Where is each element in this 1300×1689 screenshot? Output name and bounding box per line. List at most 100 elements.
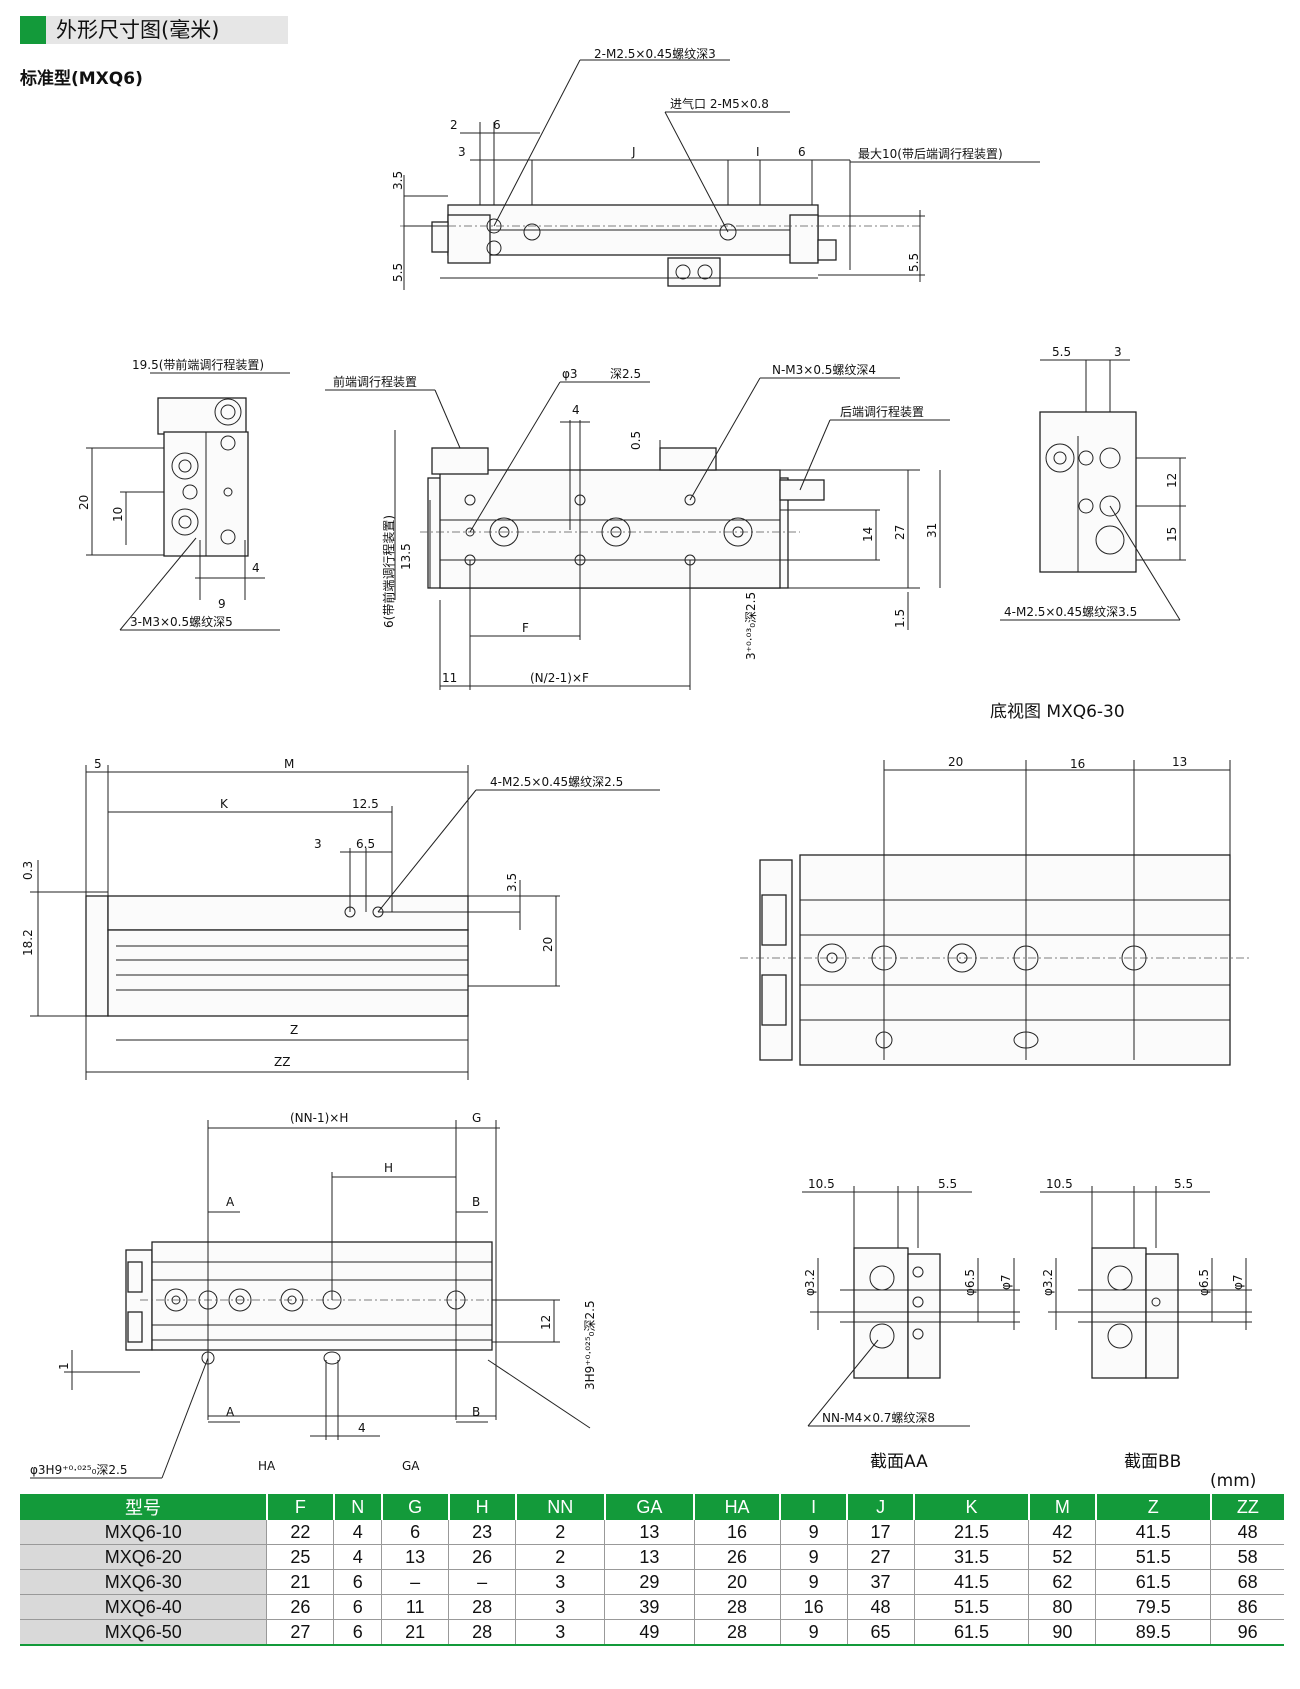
table-cell: 62	[1028, 1569, 1096, 1595]
table-cell: 13	[381, 1544, 449, 1570]
section-mark-b-top: B	[472, 1195, 480, 1209]
dim-6-5: 6.5	[356, 837, 375, 851]
table-cell: 3	[515, 1569, 605, 1595]
table-cell: 21	[266, 1569, 334, 1595]
table-cell: 28	[448, 1594, 516, 1620]
section-mark-b-bottom: B	[472, 1405, 480, 1419]
table-cell: 6	[333, 1594, 382, 1620]
dim-1-5: 1.5	[893, 609, 907, 628]
col-F: F	[265, 1494, 334, 1520]
phi-3-2a: φ3.2	[803, 1269, 817, 1296]
dim-nn-1-h: (NN-1)×H	[290, 1111, 348, 1125]
lower-side-view: (NN-1)×H G H A B A B 1 12 4 HA GA 3H9⁺⁰·…	[30, 1111, 597, 1479]
front6-label: 6(带前端调行程装置)	[381, 515, 396, 628]
table-cell: 42	[1028, 1520, 1096, 1545]
phi-6-5a: φ6.5	[963, 1269, 977, 1296]
dim-GA: GA	[402, 1459, 420, 1473]
table-cell: 27	[266, 1619, 334, 1646]
dim-10: 10	[111, 507, 125, 522]
dim-9: 9	[218, 597, 226, 611]
table-cell: 9	[779, 1619, 848, 1646]
section-bb: 10.5 5.5 φ3.2 φ6.5 φ7	[1040, 1177, 1252, 1379]
table-cell: 51.5	[1095, 1544, 1211, 1570]
col-NN: NN	[514, 1494, 605, 1520]
table-cell-model: MXQ6-20	[20, 1544, 267, 1570]
dim-ZZ: ZZ	[274, 1055, 290, 1069]
col-model: 型号	[20, 1494, 267, 1520]
table-cell: 11	[381, 1594, 449, 1620]
dim-3-5: 3.5	[391, 171, 405, 190]
table-cell: 17	[846, 1520, 915, 1545]
front-end-view: 19.5(带前端调行程装置) 3-M3×0.5螺纹深5 20 10 9 4	[77, 357, 290, 631]
dim-3: 3	[458, 145, 466, 159]
table-cell: 22	[266, 1520, 334, 1545]
table-cell: 28	[448, 1619, 516, 1646]
table-cell: 39	[604, 1594, 695, 1620]
phi-3-2b: φ3.2	[1041, 1269, 1055, 1296]
top-thread-label: 2-M2.5×0.45螺纹深3	[594, 47, 716, 61]
thread-4m25-2-5-label: 4-M2.5×0.45螺纹深2.5	[490, 775, 623, 789]
table-cell-model: MXQ6-30	[20, 1569, 267, 1595]
dim-3-5: 3.5	[505, 873, 519, 892]
dim-18-2: 18.2	[21, 929, 35, 956]
table-cell: 58	[1210, 1544, 1284, 1570]
dim-G: G	[472, 1111, 481, 1125]
table-cell: 51.5	[913, 1594, 1029, 1620]
table-cell: 61.5	[913, 1619, 1029, 1646]
table-cell: 25	[266, 1544, 334, 1570]
3depth-label: 3⁺⁰·⁰³₀深2.5	[744, 592, 758, 660]
phi3-depth-label: 深2.5	[610, 367, 641, 381]
table-cell: –	[448, 1569, 516, 1595]
table-cell: 52	[1028, 1544, 1096, 1570]
table-cell: 28	[693, 1594, 781, 1620]
section-aa: 10.5 5.5 φ3.2 φ6.5 φ7 NN-M4×0.7螺纹深8	[802, 1177, 1020, 1427]
dim-3: 3	[314, 837, 322, 851]
thread-3m3-label: 3-M3×0.5螺纹深5	[130, 615, 233, 629]
table-cell: 68	[1210, 1569, 1284, 1595]
table-cell: 90	[1028, 1619, 1096, 1646]
dim-M: M	[284, 757, 294, 771]
technical-drawing: 2-M2.5×0.45螺纹深3 进气口 2-M5×0.8 最大10(带后端调行程…	[21, 47, 1252, 1479]
dim-0-3: 0.3	[21, 861, 35, 880]
dim-16: 16	[1070, 757, 1085, 771]
rear-adj-label: 后端调行程装置	[840, 404, 924, 419]
table-cell: 9	[779, 1520, 848, 1545]
table-cell: 26	[266, 1594, 334, 1620]
table-cell: 48	[1210, 1520, 1284, 1545]
plan-view: 5 M K 12.5 3 6.5 4-M2.5×0.45螺纹深2.5 0.3 1…	[21, 757, 660, 1080]
col-H: H	[447, 1494, 516, 1520]
table-cell: 61.5	[1095, 1569, 1211, 1595]
table-cell: 2	[515, 1520, 605, 1545]
table-cell-model: MXQ6-50	[20, 1619, 267, 1646]
section-header: 外形尺寸图(毫米)	[20, 16, 288, 44]
table-cell: 20	[693, 1569, 781, 1595]
col-ZZ: ZZ	[1209, 1494, 1284, 1520]
phi-7a: φ7	[999, 1274, 1013, 1290]
dim-15: 15	[1165, 527, 1179, 542]
dim-0-5: 0.5	[629, 431, 643, 450]
table-cell: 6	[333, 1569, 382, 1595]
dim-10-5b: 10.5	[1046, 1177, 1073, 1191]
dim-Z: Z	[290, 1023, 298, 1037]
dim-F: F	[522, 621, 529, 635]
dim-12: 12	[539, 1315, 553, 1330]
dim-5-5b: 5.5	[907, 253, 921, 272]
table-cell: 13	[604, 1520, 695, 1545]
dim-13-5: 13.5	[399, 543, 413, 570]
col-GA: GA	[603, 1494, 695, 1520]
col-J: J	[846, 1494, 915, 1520]
table-cell: 49	[604, 1619, 695, 1646]
dim-20: 20	[948, 755, 963, 769]
col-Z: Z	[1094, 1494, 1211, 1520]
col-N: N	[332, 1494, 382, 1520]
table-cell: 27	[846, 1544, 915, 1570]
table-cell: 13	[604, 1544, 695, 1570]
col-G: G	[380, 1494, 449, 1520]
dim-J: J	[631, 145, 636, 159]
dim-HA: HA	[258, 1459, 276, 1473]
dim-13: 13	[1172, 755, 1187, 769]
phi-7b: φ7	[1231, 1274, 1245, 1290]
table-cell: 28	[693, 1619, 781, 1646]
